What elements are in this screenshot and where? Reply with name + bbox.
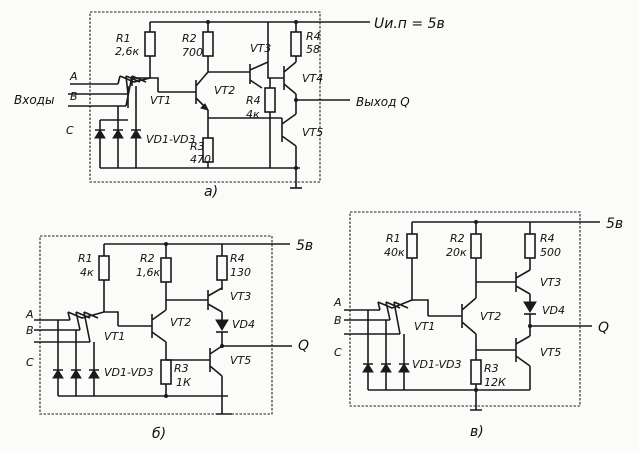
panel-b-r1 xyxy=(98,255,110,281)
panel-a: R1 2,6к R2 700 R3 470 R4 58 R4 4к VT1 VT… xyxy=(14,11,445,200)
panel-a-input-b: B xyxy=(70,90,78,103)
panel-b: R1 4к R2 1,6к R3 1К R4 130 VT1 VT2 VT3 V… xyxy=(25,235,313,442)
panel-c-r1 xyxy=(406,233,418,259)
panel-c-vd-label: VD1-VD3 xyxy=(412,358,462,371)
panel-a-output-label: Выход Q xyxy=(356,95,410,109)
panel-b-r4 xyxy=(216,255,228,281)
panel-c-caption: в) xyxy=(470,424,484,440)
panel-a-caption: а) xyxy=(204,184,218,200)
panel-b-r4-label: R4 xyxy=(230,252,245,265)
panel-c-r3-label: R3 xyxy=(484,362,499,375)
panel-b-output-label: Q xyxy=(298,338,309,354)
panel-b-vd-label: VD1-VD3 xyxy=(104,366,154,379)
panel-b-input-c: C xyxy=(26,356,34,369)
panel-b-r1-label: R1 xyxy=(78,252,93,265)
panel-a-r4b-label: R4 xyxy=(246,94,261,107)
panel-c-r2 xyxy=(470,233,482,259)
panel-a-vt4-label: VT4 xyxy=(302,72,323,85)
panel-b-r3 xyxy=(160,359,172,385)
panel-a-r2-label: R2 xyxy=(182,32,197,45)
panel-c-r4-value: 500 xyxy=(540,246,561,259)
panel-c-vt3-label: VT3 xyxy=(540,276,561,289)
panel-c-input-a: A xyxy=(333,296,342,309)
panel-b-vt2-label: VT2 xyxy=(170,316,191,329)
panel-c-r1-label: R1 xyxy=(386,232,401,245)
panel-b-input-a: A xyxy=(25,308,34,321)
panel-a-r4-label: R4 xyxy=(306,30,321,43)
panel-b-r1-value: 4к xyxy=(80,266,94,279)
panel-a-vt5-label: VT5 xyxy=(302,126,323,139)
panel-b-vt1-label: VT1 xyxy=(104,330,125,343)
panel-a-input-a: A xyxy=(69,70,78,83)
panel-a-r3-value: 470 xyxy=(190,153,211,166)
panel-b-r2-label: R2 xyxy=(140,252,155,265)
panel-c-r1-value: 40к xyxy=(384,246,405,259)
panel-b-supply-label: 5в xyxy=(296,238,313,254)
panel-c-r3 xyxy=(470,359,482,385)
panel-b-r4-value: 130 xyxy=(230,266,251,279)
panel-a-r3 xyxy=(202,137,214,163)
panel-c-input-c: C xyxy=(334,346,342,359)
panel-c-r2-value: 20к xyxy=(446,246,467,259)
panel-a-r4b-value: 4к xyxy=(246,108,260,121)
panel-a-r2-value: 700 xyxy=(182,46,203,59)
panel-a-r4b xyxy=(264,87,276,113)
panel-a-r4 xyxy=(290,31,302,57)
panel-a-r2 xyxy=(202,31,214,57)
panel-b-vt5-label: VT5 xyxy=(230,354,251,367)
panel-c-vt5-label: VT5 xyxy=(540,346,561,359)
panel-b-r3-value: 1К xyxy=(176,376,192,389)
panel-b-boundary xyxy=(39,235,273,415)
panel-b-vt3-label: VT3 xyxy=(230,290,251,303)
panel-c-vt1-label: VT1 xyxy=(414,320,435,333)
panel-b-input-b: B xyxy=(26,324,34,337)
panel-b-caption: б) xyxy=(152,426,166,442)
panel-a-vd-label: VD1-VD3 xyxy=(146,133,196,146)
panel-c-r3-value: 12К xyxy=(484,376,507,389)
panel-a-r4-value: 58 xyxy=(306,43,320,56)
panel-b-r2-value: 1,6к xyxy=(136,266,160,279)
panel-b-vd4-label: VD4 xyxy=(232,318,255,331)
panel-a-vt3-label: VT3 xyxy=(250,42,271,55)
panel-c: R1 40к R2 20к R3 12К R4 500 VT1 VT2 VT3 … xyxy=(333,211,623,440)
panel-c-supply-label: 5в xyxy=(606,216,623,232)
panel-c-r4-label: R4 xyxy=(540,232,555,245)
panel-a-r1-value: 2,6к xyxy=(115,45,139,58)
panel-a-input-c: C xyxy=(66,124,74,137)
panel-a-r3-label: R3 xyxy=(190,140,205,153)
panel-c-output-label: Q xyxy=(598,320,609,336)
panel-a-vt2-label: VT2 xyxy=(214,84,235,97)
panel-c-r4 xyxy=(524,233,536,259)
panel-a-vt1-label: VT1 xyxy=(150,94,171,107)
panel-a-inputs-label: Входы xyxy=(14,93,54,107)
panel-c-input-b: B xyxy=(334,314,342,327)
panel-a-r1 xyxy=(144,31,156,57)
panel-c-vt2-label: VT2 xyxy=(480,310,501,323)
panel-c-r2-label: R2 xyxy=(450,232,465,245)
panel-b-r2 xyxy=(160,257,172,283)
panel-a-r1-label: R1 xyxy=(116,32,131,45)
panel-a-supply-label: Uи.п = 5в xyxy=(374,16,445,32)
panel-b-r3-label: R3 xyxy=(174,362,189,375)
panel-c-vd4-label: VD4 xyxy=(542,304,565,317)
